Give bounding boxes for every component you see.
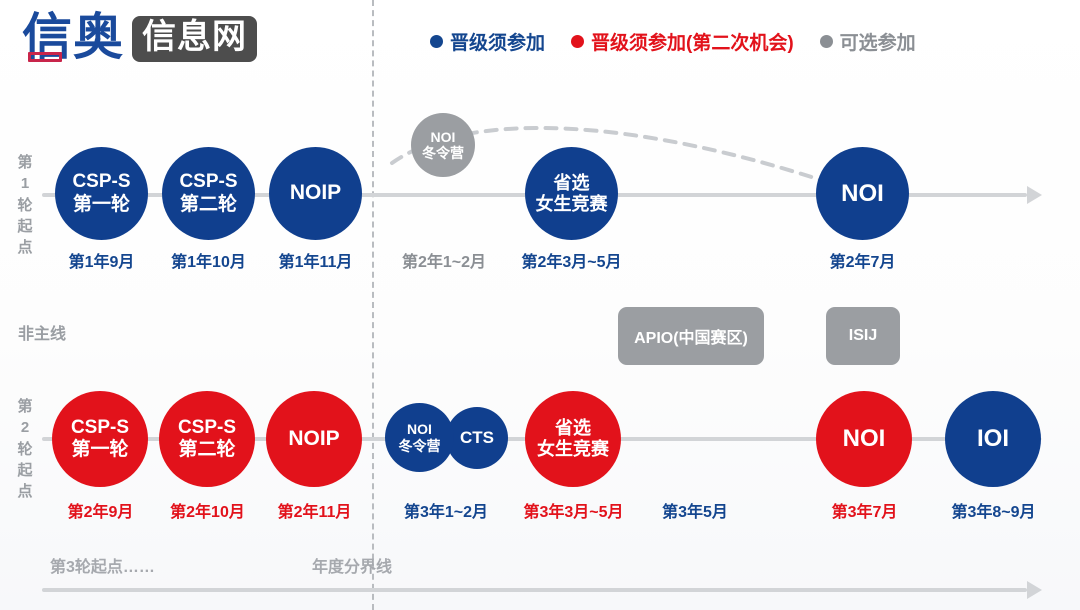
node-line1: 省选	[555, 418, 591, 439]
caption-csp-s-round1-y1: 第1年9月	[68, 254, 135, 271]
caption-provincial-girls-y2: 第2年3月~5月	[521, 254, 622, 271]
legend-label: 晋级须参加(第二次机会)	[591, 33, 794, 54]
legend-item-optional: 可选参加	[819, 28, 916, 55]
legend-dot-icon	[430, 35, 443, 48]
round3-start-label: 第3轮起点……	[50, 559, 155, 576]
year-divider-line	[372, 0, 374, 610]
row2-side-label: 第 2 轮 起 点	[17, 398, 33, 501]
node-csp-s-round1-y1[interactable]: CSP-S 第一轮	[55, 147, 148, 240]
node-line1: NOI	[407, 421, 432, 438]
node-line2: 女生竞赛	[537, 439, 609, 459]
caption-csp-s-round2-y2: 第2年10月	[170, 504, 245, 521]
node-line1: 省选	[553, 172, 590, 193]
node-ioi-y3[interactable]: IOI	[945, 391, 1041, 487]
legend-item-second-chance: 晋级须参加(第二次机会)	[571, 28, 794, 55]
node-noip-y1[interactable]: NOIP	[269, 147, 362, 240]
node-line1: CSP-S	[179, 171, 238, 193]
node-line1: NOI	[430, 128, 456, 145]
sidebox-isij[interactable]: ISIJ	[826, 307, 900, 365]
node-line2: 冬令营	[422, 145, 464, 161]
caption-noi-winter-camp-y2: 第2年1~2月	[401, 254, 487, 271]
node-line1: NOI	[842, 425, 886, 453]
row1-side-label: 第 1 轮 起 点	[17, 154, 33, 257]
caption-cts-y3: 第3年5月	[662, 504, 728, 521]
caption-noip-y2: 第2年11月	[277, 504, 352, 521]
node-line2: 第二轮	[178, 439, 236, 460]
node-line1: CSP-S	[72, 171, 131, 193]
caption-noi-y2: 第2年7月	[829, 254, 896, 271]
row3-rail-arrow-icon	[1027, 581, 1042, 599]
legend-dot-icon	[819, 35, 833, 48]
caption-noi-y3: 第3年7月	[831, 504, 898, 521]
offline-row-label: 非主线	[18, 326, 67, 343]
row3-rail	[42, 588, 1027, 592]
caption-noi-winter-camp-y3: 第3年1~2月	[403, 504, 489, 521]
node-line1: IOI	[976, 425, 1009, 453]
node-line1: CSP-S	[70, 416, 130, 438]
legend-label: 可选参加	[839, 33, 916, 54]
node-csp-s-round2-y2[interactable]: CSP-S 第二轮	[159, 391, 255, 487]
sidebox-apio[interactable]: APIO(中国赛区)	[618, 307, 764, 365]
legend: 晋级须参加 晋级须参加(第二次机会) 可选参加	[430, 28, 916, 55]
node-csp-s-round2-y1[interactable]: CSP-S 第二轮	[162, 147, 255, 240]
node-line2: 冬令营	[398, 437, 441, 454]
caption-csp-s-round1-y2: 第2年9月	[67, 504, 134, 521]
node-noi-winter-camp-y2[interactable]: NOI 冬令营	[411, 113, 475, 177]
node-noi-y3[interactable]: NOI	[816, 391, 912, 487]
node-line2: 女生竞赛	[535, 193, 608, 214]
node-cts-y3[interactable]: CTS	[446, 407, 508, 469]
node-csp-s-round1-y2[interactable]: CSP-S 第一轮	[52, 391, 148, 487]
row1-rail-arrow-icon	[1027, 186, 1042, 204]
logo-box-text: 信息网	[132, 15, 257, 63]
site-logo: 信奥 信息网	[22, 12, 257, 66]
node-line2: 第二轮	[179, 193, 237, 215]
node-noip-y2[interactable]: NOIP	[266, 391, 362, 487]
caption-ioi-y3: 第3年8~9月	[951, 504, 1036, 521]
node-noi-winter-camp-y3[interactable]: NOI 冬令营	[385, 403, 454, 472]
legend-label: 晋级须参加	[450, 33, 546, 54]
node-line1: NOIP	[288, 426, 340, 450]
node-provincial-girls-y2[interactable]: 省选 女生竞赛	[525, 147, 618, 240]
node-provincial-girls-y3[interactable]: 省选 女生竞赛	[525, 391, 621, 487]
node-line2: 第一轮	[72, 193, 130, 215]
node-line1: NOI	[841, 179, 884, 207]
caption-provincial-girls-y3: 第3年3月~5月	[523, 504, 624, 521]
caption-noip-y1: 第1年11月	[278, 254, 353, 271]
node-line1: CSP-S	[177, 416, 237, 438]
legend-dot-icon	[571, 35, 585, 48]
node-noi-y2[interactable]: NOI	[816, 147, 909, 240]
node-line1: NOIP	[289, 181, 342, 205]
node-line1: CTS	[460, 428, 494, 448]
legend-item-required: 晋级须参加	[430, 28, 545, 55]
logo-underline-accent	[28, 52, 62, 62]
year-divider-label: 年度分界线	[312, 559, 393, 576]
node-line2: 第一轮	[71, 439, 129, 460]
caption-csp-s-round2-y1: 第1年10月	[171, 254, 246, 271]
